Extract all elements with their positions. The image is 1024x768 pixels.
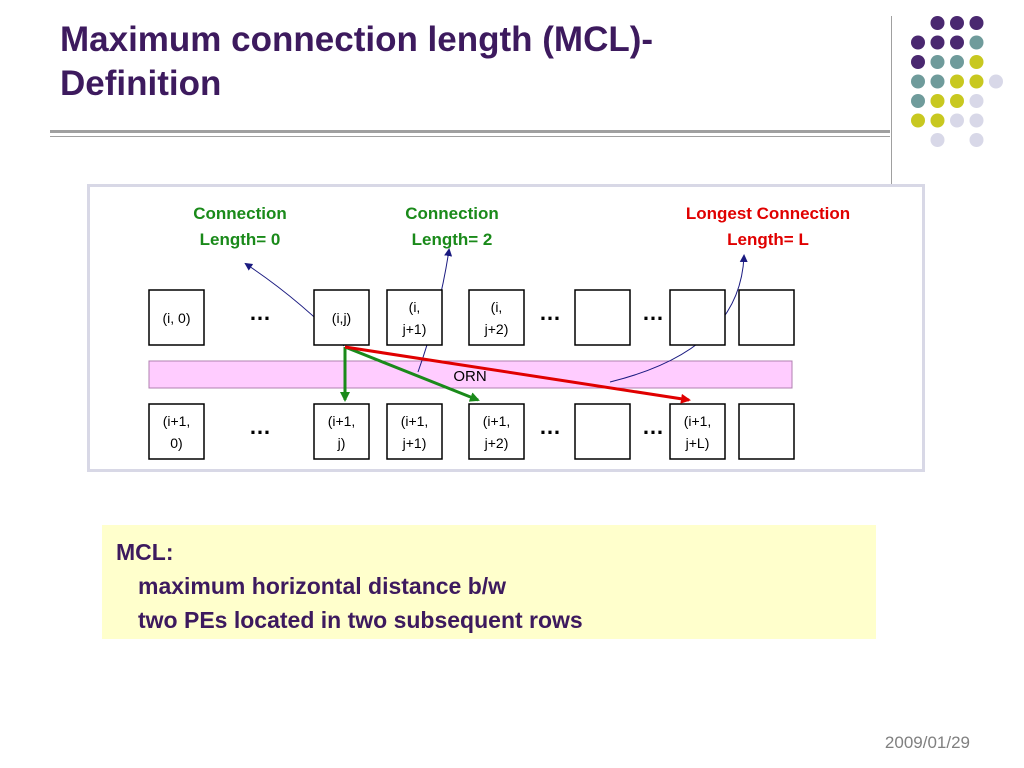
- ornament-dot: [950, 74, 964, 89]
- ornament-dot: [950, 35, 964, 50]
- mcl-definition-line-1: maximum horizontal distance b/w: [138, 573, 507, 599]
- pe-bottom-0: (i+1, 0): [148, 403, 205, 460]
- callout-length-2-line2: Length= 2: [412, 230, 493, 249]
- pe-bottom-0-line2: 0): [170, 435, 182, 451]
- pe-top-j1-line2: j+1): [402, 321, 427, 337]
- ornament-dot: [989, 74, 1003, 89]
- ornament-dot: [930, 35, 945, 50]
- title-line-1: Maximum connection length (MCL)-: [60, 20, 654, 59]
- pe-top-j2-line1: (i,: [491, 299, 503, 315]
- pe-top-0-line1: (i, 0): [163, 310, 191, 326]
- mcl-definition-line-2: two PEs located in two subsequent rows: [138, 607, 583, 633]
- title-line-2: Definition: [60, 64, 222, 103]
- ornament-dot: [950, 113, 964, 128]
- ornament-dot: [911, 35, 925, 50]
- pe-top-j2: (i, j+2): [468, 289, 525, 346]
- pe-bottom-j2-line2: j+2): [484, 435, 509, 451]
- pe-bottom-j-line1: (i+1,: [328, 413, 356, 429]
- ornament-dot: [969, 94, 984, 108]
- pe-bottom-j1-line1: (i+1,: [401, 413, 429, 429]
- ellipsis-top-1: …: [249, 300, 271, 325]
- ornament-dot: [969, 133, 984, 147]
- pe-bottom-empty-1: [574, 403, 631, 460]
- pe-top-0: (i, 0): [148, 289, 205, 346]
- pe-bottom-0-line1: (i+1,: [163, 413, 191, 429]
- ornament-dot: [911, 94, 925, 108]
- ellipsis-bottom-2: …: [539, 414, 561, 439]
- ornament-dot: [950, 55, 964, 69]
- ornament-dot: [969, 16, 984, 30]
- pe-bottom-j-line2: j): [337, 435, 346, 451]
- pe-bottom-jl: (i+1, j+L): [669, 403, 726, 460]
- ellipsis-top-3: …: [642, 300, 664, 325]
- pe-top-j: (i,j): [313, 289, 370, 346]
- pe-bottom-j1-line2: j+1): [402, 435, 427, 451]
- ellipsis-bottom-3: …: [642, 414, 664, 439]
- pe-bottom-j1: (i+1, j+1): [386, 403, 443, 460]
- decorative-dot-grid: [911, 16, 1003, 147]
- ornament-dot: [911, 113, 925, 128]
- ornament-dot: [930, 133, 945, 147]
- ornament-dot: [969, 55, 984, 69]
- ornament-dot: [930, 16, 945, 30]
- ornament-dot: [969, 113, 984, 128]
- ellipsis-bottom-1: …: [249, 414, 271, 439]
- pe-bottom-j2: (i+1, j+2): [468, 403, 525, 460]
- callout-length-l-line1: Longest Connection: [686, 204, 850, 223]
- pe-top-j-line1: (i,j): [332, 310, 351, 326]
- pe-bottom-jl-line1: (i+1,: [684, 413, 712, 429]
- callout-length-2-line1: Connection: [405, 204, 499, 223]
- arrow-connection-length-2: [344, 345, 480, 402]
- ellipsis-top-2: …: [539, 300, 561, 325]
- ornament-dot: [969, 74, 984, 89]
- pe-top-j1: (i, j+1): [386, 289, 443, 346]
- ornament-dot: [911, 74, 925, 89]
- orn-bus-label: ORN: [453, 368, 486, 385]
- pe-top-j1-line1: (i,: [409, 299, 421, 315]
- pe-bottom-empty-3: [738, 403, 795, 460]
- ornament-dot: [930, 94, 945, 108]
- pe-bottom-jl-line2: j+L): [685, 435, 710, 451]
- slide-title: Maximum connection length (MCL)- Definit…: [60, 18, 820, 106]
- pe-top-empty-3: [738, 289, 795, 346]
- ornament-dot: [950, 16, 964, 30]
- ornament-dot: [930, 74, 945, 89]
- pe-bottom-j2-line1: (i+1,: [483, 413, 511, 429]
- mcl-definition-box: MCL: maximum horizontal distance b/w two…: [102, 525, 876, 639]
- callout-length-0-line1: Connection: [193, 204, 287, 223]
- arrow-connection-length-l: [344, 345, 691, 404]
- ornament-dot: [930, 113, 945, 128]
- pe-top-empty-1: [574, 289, 631, 346]
- mcl-heading: MCL:: [116, 539, 174, 565]
- pe-top-empty-2: [669, 289, 726, 346]
- callout-length-0-line2: Length= 0: [200, 230, 281, 249]
- ornament-dot: [950, 94, 964, 108]
- callout-length-l-line2: Length= L: [727, 230, 809, 249]
- pe-bottom-j: (i+1, j): [313, 403, 370, 460]
- title-rule-thin: [50, 136, 890, 137]
- ornament-dot: [911, 55, 925, 69]
- ornament-dot: [930, 55, 945, 69]
- vertical-rule: [891, 16, 892, 184]
- ornament-dot: [969, 35, 984, 50]
- pe-top-j2-line2: j+2): [484, 321, 509, 337]
- title-rule: [50, 130, 890, 133]
- slide-date: 2009/01/29: [884, 733, 970, 752]
